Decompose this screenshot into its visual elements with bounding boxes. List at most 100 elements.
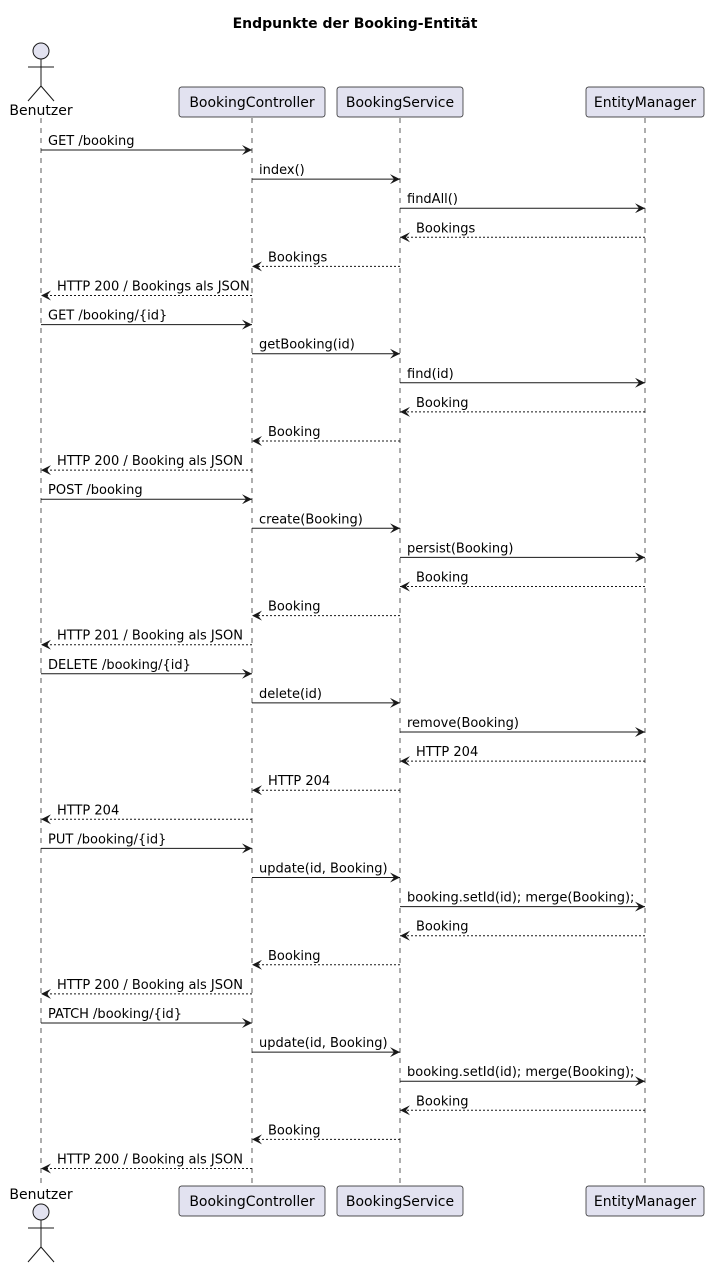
message-label: Booking [416, 920, 468, 935]
participant-service-bottom: BookingService [336, 1185, 464, 1217]
message-return: Booking [400, 1094, 645, 1116]
message-call: index() [252, 163, 400, 185]
message-return: HTTP 204 [400, 745, 645, 767]
lifelines [40, 118, 646, 1186]
participant-box [178, 86, 326, 118]
message-label: update(id, Booking) [259, 862, 388, 877]
participant-box [336, 86, 464, 118]
message-call: delete(id) [252, 687, 400, 708]
message-label: Booking [268, 600, 320, 615]
message-return: HTTP 200 / Bookings als JSON [41, 280, 252, 301]
message-return: Booking [400, 396, 645, 417]
message-call: GET /booking [41, 134, 252, 155]
message-label: Booking [416, 1094, 468, 1109]
message-label: PATCH /booking/{id} [48, 1007, 182, 1022]
message-return: Booking [400, 571, 645, 592]
participant-box [585, 86, 705, 118]
message-return: Bookings [400, 221, 645, 243]
message-return: Booking [252, 949, 400, 970]
message-call: remove(Booking) [400, 716, 645, 737]
message-return: Booking [252, 600, 400, 621]
message-call: create(Booking) [252, 512, 400, 534]
message-return: HTTP 200 / Booking als JSON [41, 1153, 252, 1174]
message-return: Booking [252, 1123, 400, 1145]
participant-service-top: BookingService [336, 86, 464, 118]
actor-icon [27, 1203, 55, 1263]
message-return: HTTP 204 [252, 774, 400, 796]
message-return: HTTP 200 / Booking als JSON [41, 454, 252, 476]
message-label: update(id, Booking) [259, 1036, 388, 1051]
participants-bottom: Benutzer BookingController BookingService E… [9, 1185, 705, 1263]
message-return: HTTP 200 / Booking als JSON [41, 978, 252, 999]
participant-label: BookingService [346, 1194, 454, 1210]
message-label: findAll() [407, 192, 458, 207]
actor-label-bottom: Benutzer [9, 1187, 72, 1203]
message-label: DELETE /booking/{id} [48, 658, 191, 673]
message-call: find(id) [400, 367, 645, 388]
participant-label: BookingController [189, 1194, 315, 1210]
message-label: Booking [268, 425, 320, 440]
message-call: getBooking(id) [252, 338, 400, 359]
diagram-title: Endpunkte der Booking-Entität [233, 16, 478, 32]
participant-controller-top: BookingController [178, 86, 326, 118]
message-label: find(id) [407, 367, 454, 382]
message-call: PUT /booking/{id} [41, 832, 252, 854]
message-label: Booking [268, 949, 320, 964]
messages: GET /bookingindex()findAll()BookingsBook… [41, 134, 645, 1174]
message-label: HTTP 201 / Booking als JSON [57, 629, 243, 644]
message-call: DELETE /booking/{id} [41, 658, 252, 679]
message-label: Booking [268, 1123, 320, 1138]
message-call: POST /booking [41, 483, 252, 505]
message-label: HTTP 200 / Booking als JSON [57, 978, 243, 993]
actor-icon [27, 42, 55, 102]
message-call: booking.setId(id); merge(Booking); [400, 1065, 645, 1087]
message-label: POST /booking [48, 483, 143, 498]
message-call: update(id, Booking) [252, 862, 400, 883]
participant-box [585, 1185, 705, 1217]
participant-controller-bottom: BookingController [178, 1185, 326, 1217]
message-label: Bookings [268, 250, 327, 265]
participant-label: EntityManager [594, 1194, 696, 1210]
participant-box [178, 1185, 326, 1217]
message-call: findAll() [400, 192, 645, 214]
message-call: GET /booking/{id} [41, 309, 252, 330]
message-label: HTTP 200 / Booking als JSON [57, 1153, 243, 1168]
message-label: Booking [416, 396, 468, 411]
message-label: GET /booking/{id} [48, 309, 167, 324]
message-label: persist(Booking) [407, 541, 513, 556]
message-label: index() [259, 163, 305, 178]
message-return: HTTP 201 / Booking als JSON [41, 629, 252, 650]
message-return: Bookings [252, 250, 400, 272]
participant-label: BookingService [346, 95, 454, 111]
participant-box [336, 1185, 464, 1217]
message-return: Booking [400, 920, 645, 941]
participant-label: EntityManager [594, 95, 696, 111]
message-return: Booking [252, 425, 400, 446]
message-label: Booking [416, 571, 468, 586]
participant-em-top: EntityManager [585, 86, 705, 118]
message-call: PATCH /booking/{id} [41, 1007, 252, 1028]
message-return: HTTP 204 [41, 803, 252, 825]
message-label: HTTP 204 [57, 803, 119, 818]
message-label: PUT /booking/{id} [48, 832, 166, 847]
participant-label: BookingController [189, 95, 315, 111]
participants-top: Benutzer BookingController BookingService E… [9, 42, 705, 119]
message-call: update(id, Booking) [252, 1036, 400, 1058]
message-label: GET /booking [48, 134, 135, 149]
message-label: HTTP 204 [268, 774, 330, 789]
message-label: HTTP 200 / Bookings als JSON [57, 280, 250, 295]
message-label: delete(id) [259, 687, 322, 702]
message-label: booking.setId(id); merge(Booking); [407, 891, 634, 906]
participant-em-bottom: EntityManager [585, 1185, 705, 1217]
message-call: persist(Booking) [400, 541, 645, 563]
message-label: HTTP 200 / Booking als JSON [57, 454, 243, 469]
message-label: booking.setId(id); merge(Booking); [407, 1065, 634, 1080]
message-label: remove(Booking) [407, 716, 519, 731]
message-label: getBooking(id) [259, 338, 355, 353]
message-label: HTTP 204 [416, 745, 478, 760]
message-label: Bookings [416, 221, 475, 236]
actor-label-top: Benutzer [9, 103, 72, 119]
message-call: booking.setId(id); merge(Booking); [400, 891, 645, 912]
message-label: create(Booking) [259, 512, 363, 527]
